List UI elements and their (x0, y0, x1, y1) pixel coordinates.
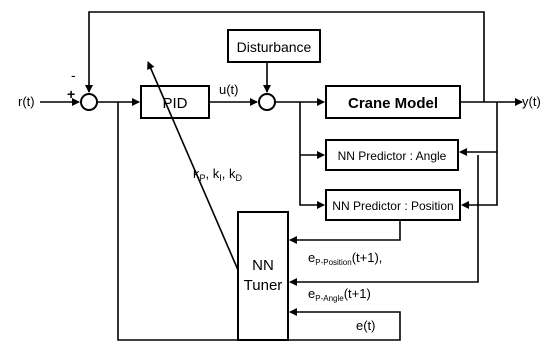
nn-tuner-label-line2: Tuner (244, 277, 283, 294)
e-position-label: eP-Position(t+1), (308, 250, 382, 267)
plus-sign: + (67, 86, 75, 102)
e-angle-line (289, 155, 479, 286)
y-to-predictors-line (461, 102, 498, 209)
control-label: u(t) (219, 82, 239, 97)
nn-predictor-position-label: NN Predictor : Position (332, 199, 453, 213)
u-branch-line (299, 102, 325, 209)
gain-adjust-arrow (147, 61, 239, 271)
minus-sign: - (71, 67, 76, 83)
input-label: r(t) (18, 94, 35, 109)
nn-tuner-label-line1: NN (252, 257, 274, 274)
pid-label: PID (162, 95, 187, 112)
nn-predictor-angle-block (325, 139, 459, 171)
error-label: e(t) (356, 318, 376, 333)
disturbance-block (227, 29, 321, 63)
e-position-line (289, 220, 401, 244)
gains-label: kP, kI, kD (193, 166, 243, 183)
feedback-loop-line (85, 11, 485, 102)
e-line (117, 102, 401, 341)
summing-junction-1 (80, 93, 98, 111)
nn-predictor-position-block (325, 189, 461, 221)
e-angle-label: eP-Angle(t+1) (308, 286, 371, 303)
pid-block (140, 85, 210, 119)
crane-model-label: Crane Model (348, 95, 438, 112)
output-label: y(t) (522, 94, 541, 109)
nn-tuner-block (237, 211, 289, 341)
disturbance-label: Disturbance (237, 39, 312, 55)
summing-junction-2 (258, 93, 276, 111)
nn-predictor-angle-label: NN Predictor : Angle (338, 149, 447, 163)
